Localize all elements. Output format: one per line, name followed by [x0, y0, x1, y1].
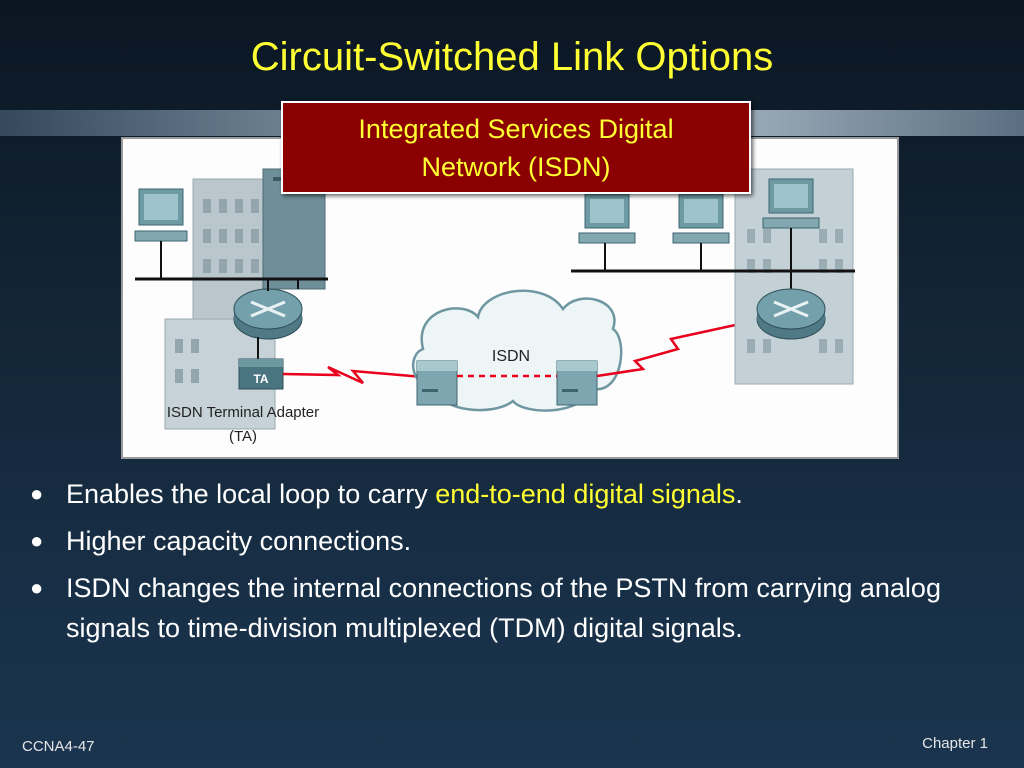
bullet-dot-icon: ●	[30, 575, 44, 600]
footer-slide-id: CCNA4-47	[22, 738, 95, 755]
terminal-adapter-icon	[238, 358, 284, 390]
right-building-icon	[734, 168, 854, 385]
bullet-2-text: Higher capacity connections.	[66, 526, 412, 556]
bullet-1-text: Enables the local loop to carry	[66, 479, 436, 509]
ta-caption-line1: ISDN Terminal Adapter	[167, 404, 319, 421]
bullet-list: ● Enables the local loop to carry end-to…	[28, 474, 988, 655]
right-pc-2-icon	[672, 193, 730, 271]
left-wan-link	[282, 365, 424, 385]
bullet-item: ● Higher capacity connections.	[28, 521, 988, 561]
left-pc-icon	[134, 188, 188, 279]
ta-badge-text: TA	[253, 372, 268, 386]
bullet-1-end: .	[735, 479, 743, 509]
bullet-dot-icon: ●	[30, 481, 44, 506]
slide-title: Circuit-Switched Link Options	[250, 35, 774, 79]
isdn-callout: Integrated Services Digital Network (ISD…	[281, 101, 751, 194]
cloud-label: ISDN	[492, 348, 530, 365]
right-router-icon	[756, 288, 826, 340]
right-wan-link	[596, 317, 764, 378]
footer-chapter: Chapter 1	[922, 735, 988, 752]
left-router-icon	[233, 288, 303, 340]
ta-caption-line2: (TA)	[229, 428, 257, 445]
bullet-3-text: ISDN changes the internal connections of…	[66, 573, 941, 643]
right-pc-1-icon	[578, 193, 636, 271]
right-isdn-switch-icon	[556, 360, 598, 406]
callout-line1: Integrated Services Digital	[358, 114, 674, 144]
bullet-dot-icon: ●	[30, 528, 44, 553]
bullet-1-highlight: end-to-end digital signals	[435, 479, 736, 509]
callout-line2: Network (ISDN)	[421, 152, 611, 182]
bullet-item: ● ISDN changes the internal connections …	[28, 568, 988, 648]
bullet-item: ● Enables the local loop to carry end-to…	[28, 474, 988, 514]
right-pc-3-icon	[762, 178, 820, 271]
diagram-canvas: TA ISDN Terminal Adapter (TA) ISDN	[134, 168, 855, 445]
left-isdn-switch-icon	[416, 360, 458, 406]
